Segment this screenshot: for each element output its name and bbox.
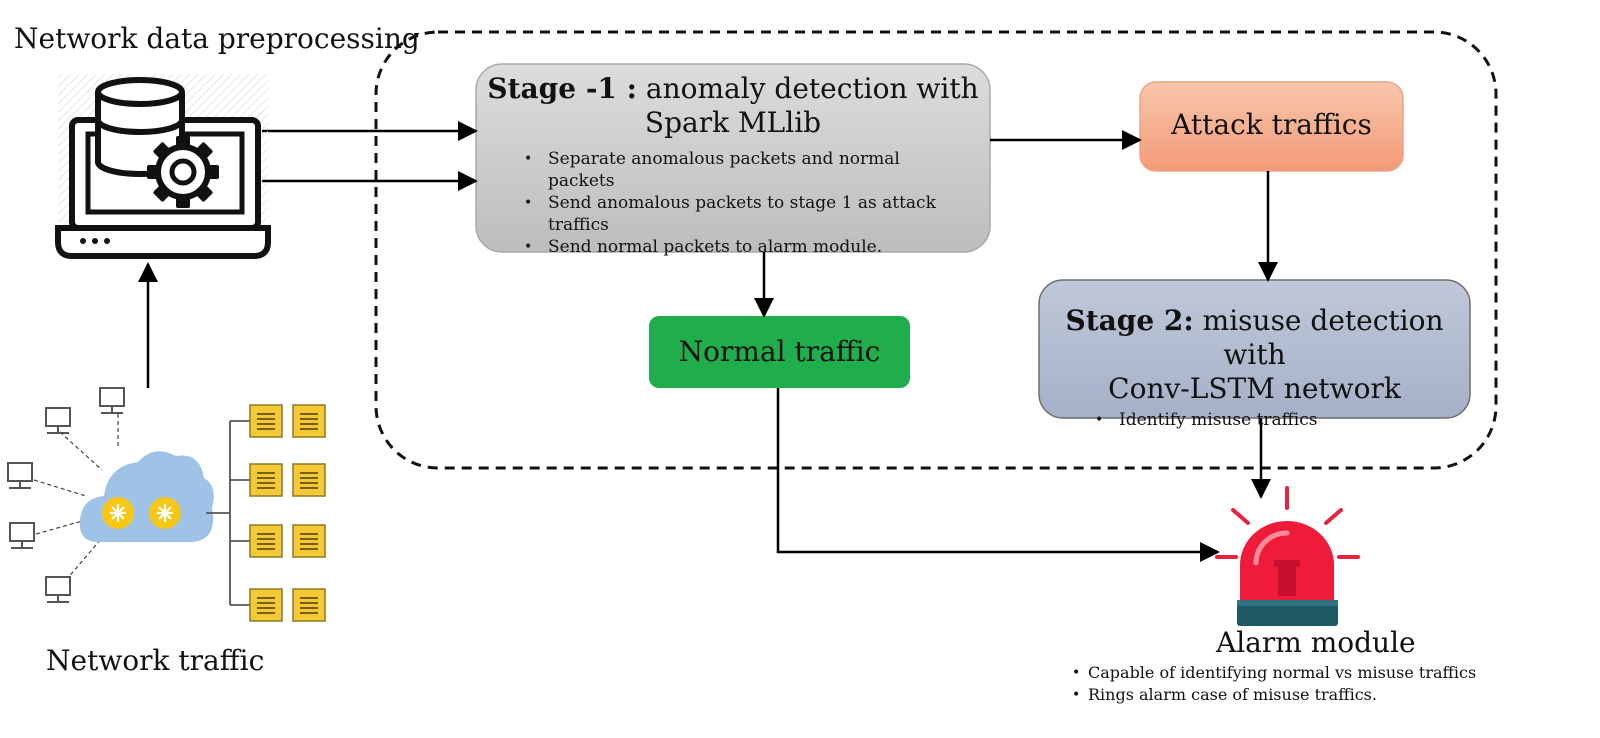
stage1-bullet: Send normal packets to alarm module. [520,236,960,258]
network-traffic-icon [7,387,326,622]
stage1-box: Stage -1 : anomaly detection with Spark … [476,64,990,258]
stage1-bullet: Send anomalous packets to stage 1 as att… [520,192,960,236]
stage1-prefix: Stage -1 : [487,72,637,105]
stage2-title: Stage 2: misuse detection with Conv-LSTM… [1039,304,1470,406]
laptop-database-gear-icon [55,74,271,259]
siren-icon [1215,486,1360,626]
alarm-bullet: Capable of identifying normal vs misuse … [1068,662,1538,684]
stage2-title-line2: Conv-LSTM network [1108,372,1401,405]
normal-box-fill [649,316,910,388]
dashed-region [374,30,1498,470]
stage1-title-rest: anomaly detection with [645,72,979,105]
attack-traffics-box: Attack traffics [1171,108,1372,141]
computer-icon [7,462,33,489]
stage1-title: Stage -1 : anomaly detection with Spark … [476,72,990,140]
alarm-title: Alarm module [1216,626,1416,659]
normal-traffic-box: Normal traffic [678,335,881,368]
server-grid [249,404,326,622]
stage1-bullet: Separate anomalous packets and normal pa… [520,148,960,192]
computer-icon [45,576,71,603]
stage2-title-rest: misuse detection with [1202,304,1444,371]
computer-icon [9,522,35,549]
stage2-bullet: Identify misuse traffics [1091,409,1451,431]
stage2-prefix: Stage 2: [1065,304,1194,337]
arrow-normal-to-alarm [776,388,1220,562]
preprocessing-title: Network data preprocessing [14,22,420,55]
stage2-box: Stage 2: misuse detection with Conv-LSTM… [1039,280,1470,431]
computer-icon [45,407,71,434]
stage2-bullets: Identify misuse traffics [1091,409,1451,431]
stage1-bullets: Separate anomalous packets and normal pa… [520,148,960,258]
computer-icon [99,387,125,414]
router-icon [149,497,181,529]
router-icon [102,497,134,529]
alarm-bullets: Capable of identifying normal vs misuse … [1068,662,1538,706]
stage1-title-line2: Spark MLlib [644,106,822,139]
attack-box-fill [1139,81,1404,172]
cloud-network-icon [79,451,214,542]
network-traffic-title: Network traffic [46,644,265,677]
alarm-bullet: Rings alarm case of misuse traffics. [1068,684,1538,706]
